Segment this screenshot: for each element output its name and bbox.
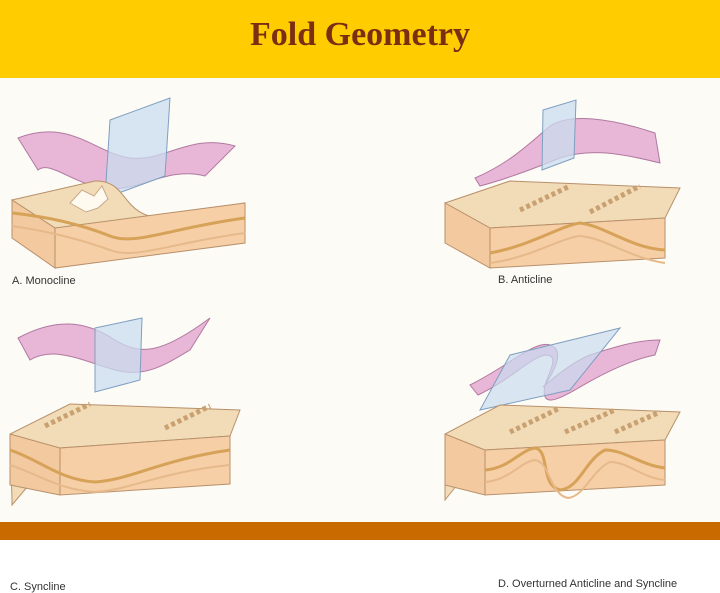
- anticline-axial-plane: [542, 100, 576, 170]
- panel-syncline: C. Syncline: [0, 300, 360, 522]
- title-banner: Fold Geometry: [0, 0, 720, 78]
- monocline-axial-plane: [105, 98, 170, 198]
- page-title: Fold Geometry: [0, 16, 720, 54]
- panel-anticline: B. Anticline: [360, 78, 720, 300]
- caption-anticline: B. Anticline: [498, 274, 552, 286]
- footer-bar: [0, 522, 720, 540]
- overturned-fold-diagram: [360, 300, 720, 522]
- panel-monocline: A. Monocline: [0, 78, 360, 300]
- caption-syncline: C. Syncline: [10, 581, 66, 593]
- syncline-axial-plane: [95, 318, 142, 392]
- caption-overturned: D. Overturned Anticline and Syncline: [498, 578, 677, 590]
- overturned-block-side: [485, 440, 665, 495]
- monocline-diagram: [0, 78, 360, 300]
- panel-overturned: D. Overturned Anticline and Syncline: [360, 300, 720, 522]
- fold-geometry-figure: A. Monocline B. Anticline: [0, 78, 720, 522]
- caption-monocline: A. Monocline: [12, 275, 76, 287]
- syncline-diagram: [0, 300, 360, 522]
- anticline-diagram: [360, 78, 720, 300]
